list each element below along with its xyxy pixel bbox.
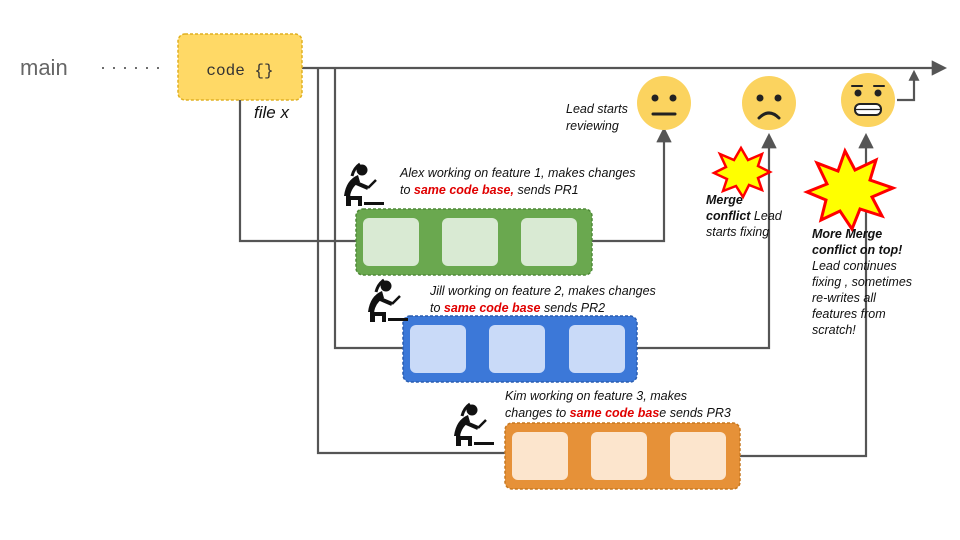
commit-block xyxy=(442,218,498,266)
branch-line-feature-3 xyxy=(316,68,506,455)
commit-block xyxy=(521,218,577,266)
neutral-face-icon xyxy=(637,76,691,130)
dev-1-note-line-1: Alex working on feature 1, makes changes xyxy=(399,166,636,180)
commit-block xyxy=(670,432,726,480)
developer-laptop-icon xyxy=(342,162,386,208)
more-conflict-line-6: features from xyxy=(812,307,886,321)
main-branch-dots: · · · · · · xyxy=(100,57,161,77)
dev-2-note-line-2: to same code base sends PR2 xyxy=(430,301,605,315)
code-box-label: code {} xyxy=(206,62,273,80)
feature-3-box xyxy=(504,422,741,490)
feature-2-box xyxy=(402,315,638,383)
developer-laptop-icon xyxy=(452,402,496,448)
file-label: file x xyxy=(254,103,289,122)
feature-1-box xyxy=(355,208,593,276)
merge-conflict-line-3: starts fixing xyxy=(706,225,769,239)
developer-laptop-icon xyxy=(366,278,410,324)
grimacing-face-icon xyxy=(841,73,895,127)
dev-2-note-line-1: Jill working on feature 2, makes changes xyxy=(429,284,656,298)
pr1-arrow xyxy=(592,126,672,243)
merge-conflict-line-1: Merge xyxy=(706,193,743,207)
pr3-arrow xyxy=(740,132,874,458)
commit-block xyxy=(569,325,625,373)
more-conflict-line-7: scratch! xyxy=(812,323,856,337)
more-conflict-line-1: More Merge xyxy=(812,227,882,241)
dev-1-note-line-2: to same code base, sends PR1 xyxy=(400,183,579,197)
lead-merge-arrow xyxy=(897,69,920,102)
dev-3-note-line-2: changes to same code base sends PR3 xyxy=(505,406,731,420)
commit-block xyxy=(410,325,466,373)
more-conflict-line-2: conflict on top! xyxy=(812,243,902,257)
pr2-arrow xyxy=(637,132,777,350)
frowning-face-icon xyxy=(742,76,796,130)
more-conflict-line-4: fixing , sometimes xyxy=(812,275,912,289)
more-conflict-line-3: Lead continues xyxy=(812,259,897,273)
main-branch-label: main xyxy=(20,55,68,80)
commit-block xyxy=(363,218,419,266)
dev-3-note-line-1: Kim working on feature 3, makes xyxy=(505,389,687,403)
code-box xyxy=(177,33,303,101)
lead-review-line-2: reviewing xyxy=(566,119,619,133)
commit-block xyxy=(489,325,545,373)
lead-review-line-1: Lead starts xyxy=(566,102,628,116)
more-conflict-line-5: re-writes all xyxy=(812,291,877,305)
explosion-icon xyxy=(803,147,898,233)
branch-line-feature-2 xyxy=(333,68,404,350)
merge-conflict-line-2: conflict Lead xyxy=(706,209,783,223)
commit-block xyxy=(591,432,647,480)
commit-block xyxy=(512,432,568,480)
explosion-icon xyxy=(711,145,773,200)
